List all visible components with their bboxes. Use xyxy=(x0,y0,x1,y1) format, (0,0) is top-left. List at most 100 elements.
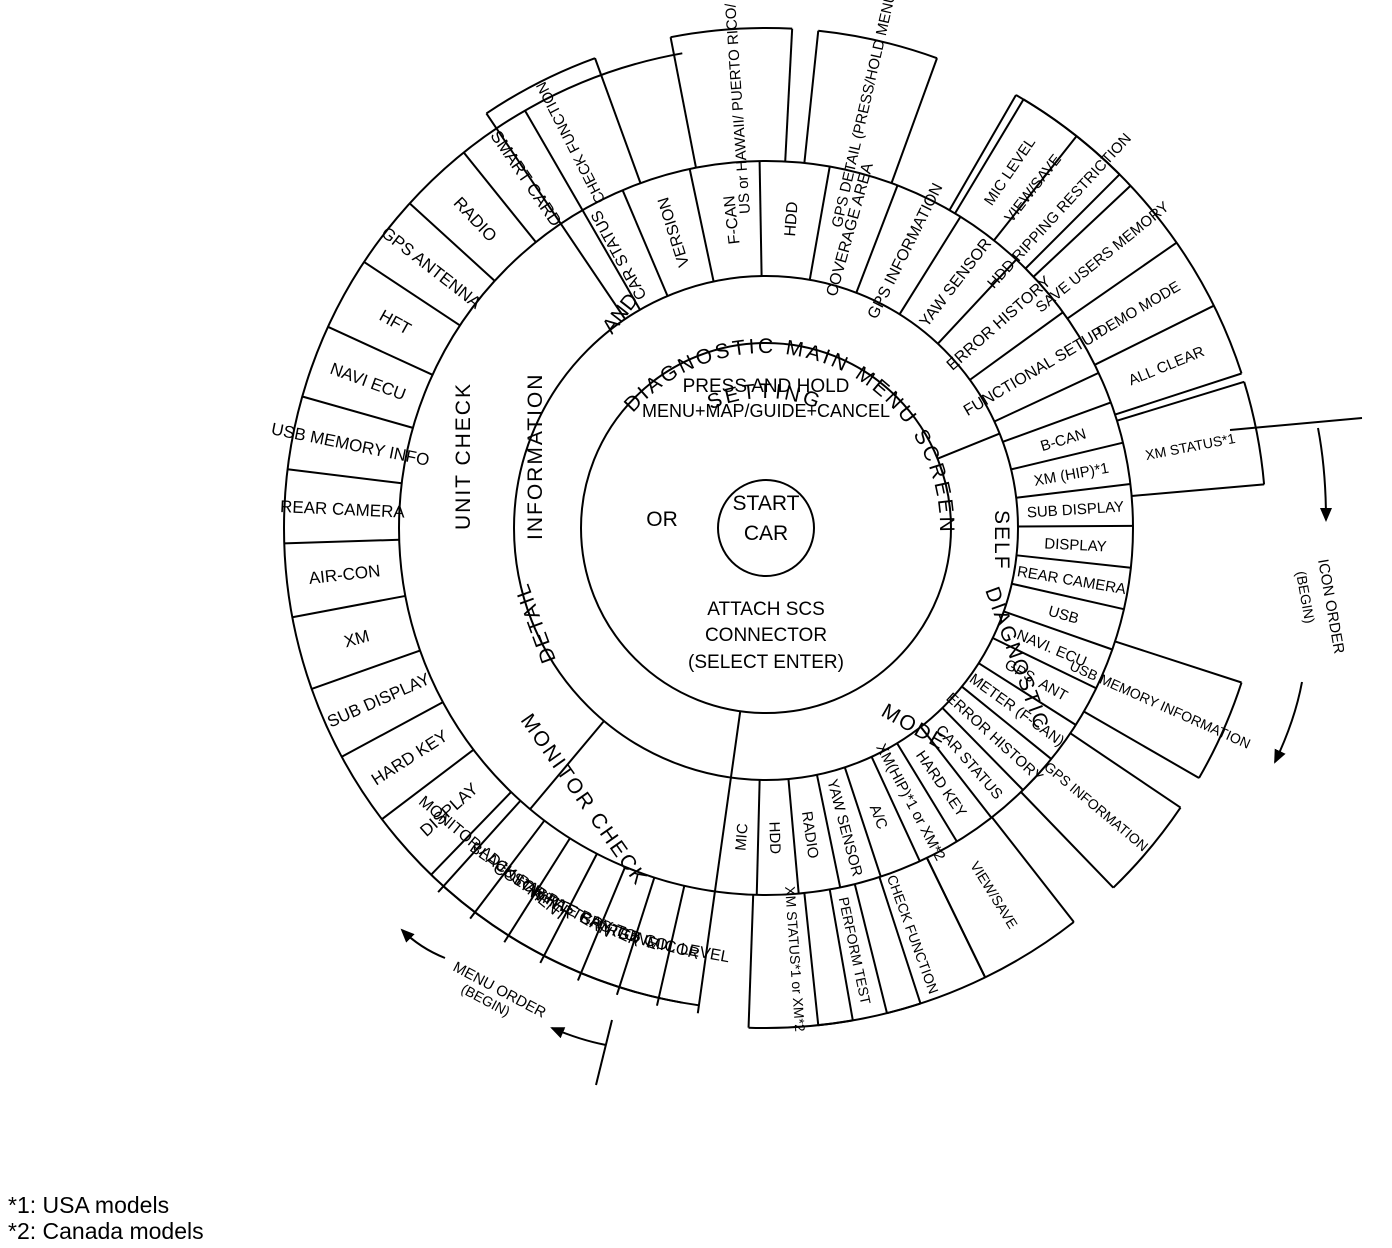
label-information: INFORMATION xyxy=(524,373,547,540)
self-sub-divider xyxy=(1069,732,1182,809)
setting-item[interactable]: HDD xyxy=(782,201,802,237)
self-diag-item[interactable]: YAW SENSOR xyxy=(823,777,865,878)
self-diag-divider xyxy=(992,637,1097,690)
setting-sub-divider xyxy=(1024,173,1121,270)
self-diag-divider xyxy=(713,777,732,892)
monitor-divider xyxy=(503,837,571,943)
self-diag-item[interactable]: REAR CAMERA xyxy=(1016,563,1127,598)
setting-sub-item[interactable]: US or HAWAII/ PUERTO RICO/ AK xyxy=(721,0,754,214)
setting-sub-arc xyxy=(670,27,793,39)
dividers xyxy=(284,28,1265,1028)
self-sub-arc xyxy=(748,1019,853,1030)
self-diag-item[interactable]: XM(HIP)*1 or XM*2 xyxy=(872,741,948,864)
monitor-divider xyxy=(539,853,598,964)
self-diag-divider xyxy=(896,742,958,842)
key-combo-text: MENU+MAP/GUIDE+CANCEL xyxy=(642,401,890,421)
self-diag-divider xyxy=(870,756,921,862)
self-diag-item[interactable]: RADIO xyxy=(798,810,822,859)
functional-setup-item[interactable]: DEMO MODE xyxy=(1094,278,1184,341)
unit-check-item[interactable]: SMART CARD xyxy=(487,127,566,230)
select-enter-text: (SELECT ENTER) xyxy=(688,652,844,673)
car-text: CAR xyxy=(744,522,788,545)
middle-ring xyxy=(513,275,1019,781)
unit-divider xyxy=(409,202,496,282)
unit-check-item[interactable]: REAR CAMERA xyxy=(280,497,406,522)
monitor-check-item[interactable]: MIC LEVEL xyxy=(646,934,731,966)
unit-divider xyxy=(430,791,512,876)
unit-divider xyxy=(284,538,400,545)
footnote-usa: *1: USA models xyxy=(8,1192,170,1218)
self-diag-sub-item[interactable]: XM STATUS*1 xyxy=(1144,430,1237,463)
self-diag-item[interactable]: XM (HIP)*1 xyxy=(1033,460,1111,490)
self-sub-arc xyxy=(984,921,1075,979)
unit-check-item[interactable]: HFT xyxy=(376,306,414,339)
functional-divider xyxy=(993,135,1078,242)
label-detail: DETAIL xyxy=(510,579,560,666)
monitor-divider xyxy=(696,891,716,1014)
setting-sub-divider xyxy=(669,36,697,168)
label-self: SELF xyxy=(990,510,1013,571)
self-diag-sub-item[interactable]: GPS INFORMATION xyxy=(1041,758,1151,854)
setting-sub-arc xyxy=(818,29,938,60)
setting-item[interactable]: YAW SENSOR xyxy=(917,235,995,330)
self-diag-sub-item[interactable]: VIEW/SAVE xyxy=(967,858,1021,931)
setting-sub-divider xyxy=(803,30,820,164)
setting-item[interactable]: F-CAN xyxy=(721,195,743,246)
unit-divider xyxy=(302,395,414,429)
self-diag-item[interactable]: MIC xyxy=(732,823,751,852)
self-diag-item[interactable]: SUB DISPLAY xyxy=(1026,498,1124,521)
unit-sector-edge xyxy=(581,209,641,311)
self-sub-arc xyxy=(1112,807,1182,889)
setting-sub-arc xyxy=(485,57,596,115)
menu-order-arrow-bottom xyxy=(550,1027,607,1046)
setting-item[interactable]: CAR STATUS xyxy=(588,207,650,302)
item-ring xyxy=(398,160,1134,896)
self-sub-divider xyxy=(1131,483,1265,498)
inner-ring xyxy=(580,342,952,714)
outer-arc-monitor xyxy=(442,885,700,1007)
self-diag-item[interactable]: DISPLAY xyxy=(1044,535,1107,555)
unit-check-item[interactable]: NAVI ECU xyxy=(328,359,409,404)
setting-divider xyxy=(559,223,626,320)
self-sub-arc xyxy=(1243,381,1266,485)
unit-check-item[interactable]: RADIO xyxy=(450,193,501,245)
outer-ring xyxy=(282,27,1266,1030)
setting-sub-divider xyxy=(485,112,562,225)
self-diag-sub-item[interactable]: XM STATUS*1 or XM*2 xyxy=(782,886,808,1033)
unit-check-item[interactable]: XM xyxy=(342,626,372,651)
setting-divider xyxy=(758,161,763,277)
setting-sub-item[interactable]: CHECK FUNCTION xyxy=(533,79,609,206)
functional-divider xyxy=(1032,184,1132,278)
functional-setup-item[interactable]: ALL CLEAR xyxy=(1126,343,1207,389)
icon-order-arrow-bottom xyxy=(1274,681,1303,764)
self-sub-divider xyxy=(828,889,854,1021)
functional-outer-arc xyxy=(1015,94,1243,374)
unit-divider xyxy=(287,468,402,485)
functional-divider xyxy=(1094,304,1215,366)
press-hold-text: PRESS AND HOLD xyxy=(683,376,850,397)
self-diag-divider xyxy=(1017,524,1133,528)
setting-divider xyxy=(855,185,899,294)
self-diag-divider xyxy=(1011,582,1125,611)
icon-order-arrow-top xyxy=(1317,427,1332,522)
unit-divider xyxy=(462,151,537,243)
setting-sub-divider xyxy=(890,57,938,184)
setting-sub-divider xyxy=(784,28,794,162)
self-sub-divider xyxy=(1114,640,1242,684)
self-diag-item[interactable]: HDD xyxy=(765,821,783,854)
self-sub-divider xyxy=(1116,380,1245,422)
self-diag-sub-item[interactable]: USB MEMORY INFORMATION xyxy=(1067,657,1253,751)
self-diag-divider xyxy=(1016,482,1131,499)
setting-item[interactable]: VERSION xyxy=(655,195,693,269)
footnote-canada: *2: Canada models xyxy=(8,1218,204,1244)
self-diag-divider xyxy=(843,767,882,877)
self-sub-divider xyxy=(853,883,888,1014)
self-diag-divider xyxy=(978,662,1077,726)
menu-order-line xyxy=(595,1019,613,1086)
unit-check-item[interactable]: GPS ANTENNA xyxy=(378,223,486,313)
self-diag-item[interactable]: A/C xyxy=(866,802,891,832)
unit-check-item[interactable]: AIR-CON xyxy=(308,561,381,588)
self-diag-item[interactable]: USB xyxy=(1046,603,1080,628)
self-diag-item[interactable]: B-CAN xyxy=(1039,425,1089,455)
